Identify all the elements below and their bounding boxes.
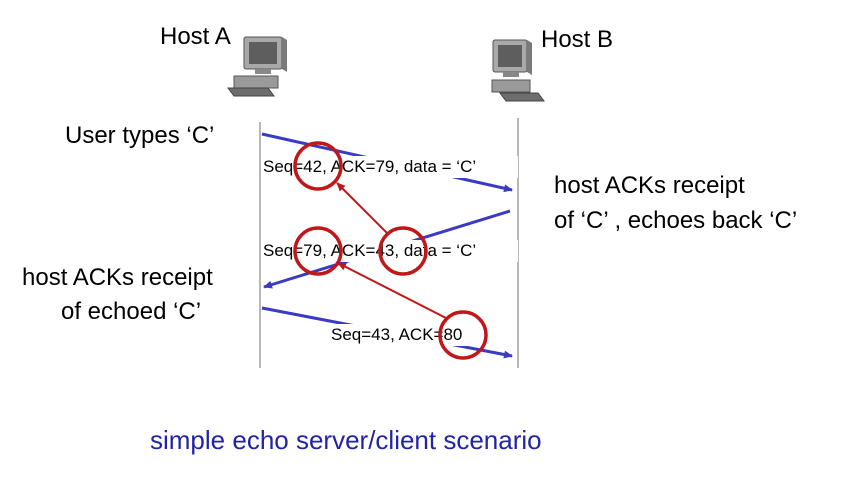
host-a-computer-icon (227, 36, 287, 97)
host-b-label: Host B (541, 26, 614, 53)
host-a-ack-annotation-line2: of echoed ‘C’ (61, 298, 202, 325)
host-b-computer-icon (491, 39, 545, 102)
host-b-ack-annotation-line2: of ‘C’ , echoes back ‘C’ (554, 207, 798, 234)
host-a-ack-annotation-line1: host ACKs receipt (22, 264, 213, 291)
segment-2-label: Seq=79, ACK=43, data = ‘C’ (263, 241, 477, 260)
user-types-annotation: User types ‘C’ (65, 122, 215, 149)
diagram-caption: simple echo server/client scenario (150, 425, 542, 455)
segment-1-label: Seq=42, ACK=79, data = ‘C’ (263, 157, 477, 176)
host-a-label: Host A (160, 23, 231, 50)
segment-3-label: Seq=43, ACK=80 (331, 325, 463, 344)
host-b-ack-annotation-line1: host ACKs receipt (554, 172, 745, 199)
